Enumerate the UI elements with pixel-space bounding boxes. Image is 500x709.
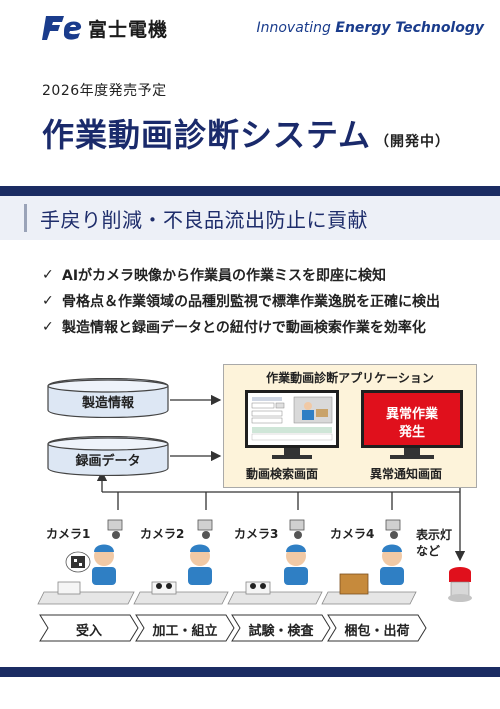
app-title: 作業動画診断アプリケーション xyxy=(266,371,434,385)
banner-accent-bar xyxy=(24,204,27,232)
stage-shipping: 梱包・出荷 xyxy=(332,615,422,641)
bottom-navy-band xyxy=(0,667,500,677)
box-item-icon xyxy=(57,581,81,595)
header: 富士電機 Innovating Energy Technology 2026年度… xyxy=(0,0,500,180)
feature-item: ✓ 骨格点＆作業領域の品種別監視で標準作業逸脱を正確に検出 xyxy=(42,288,482,314)
stage-label: 試験・検査 xyxy=(248,624,314,639)
page-title: 作業動画診断システム（開発中） xyxy=(42,110,450,156)
camera-icon xyxy=(197,519,213,539)
app-box: 作業動画診断アプリケーション 異常作業 発生 動画 xyxy=(223,364,477,488)
feature-text: 製造情報と録画データとの紐付けで動画検索作業を効率化 xyxy=(62,320,426,336)
db-label: 製造情報 xyxy=(81,396,134,411)
db-recording-data: 録画データ xyxy=(46,436,170,476)
stage-label: 加工・組立 xyxy=(152,624,218,639)
banner-text: 手戻り削減・不良品流出防止に貢献 xyxy=(40,208,368,232)
title-tag: （開発中） xyxy=(375,134,451,150)
alert-screen-monitor-icon xyxy=(361,390,463,459)
tagline-part-a: Innovating xyxy=(256,20,331,36)
indicator-label-2: など xyxy=(416,544,441,558)
feature-item: ✓ 製造情報と録画データとの紐付けで動画検索作業を効率化 xyxy=(42,314,482,340)
stage-processing: 加工・組立 xyxy=(140,615,230,641)
db-label: 録画データ xyxy=(75,454,141,469)
camera-4-label: カメラ4 xyxy=(330,527,375,541)
check-icon: ✓ xyxy=(42,293,54,309)
search-screen-label: 動画検索画面 xyxy=(246,467,319,481)
check-icon: ✓ xyxy=(42,267,54,283)
tagline-part-b: Energy Technology xyxy=(335,20,484,36)
alert-screen-text-2: 発生 xyxy=(398,425,425,440)
stage-label: 受入 xyxy=(75,624,102,639)
feature-text: 骨格点＆作業領域の品種別監視で標準作業逸脱を正確に検出 xyxy=(62,294,440,310)
stage-testing: 試験・検査 xyxy=(236,615,326,641)
alert-screen-text-1: 異常作業 xyxy=(385,407,438,422)
workstations xyxy=(37,519,472,605)
camera-icon xyxy=(107,519,123,539)
camera-icon xyxy=(289,519,305,539)
camera-3-label: カメラ3 xyxy=(234,527,279,541)
title-text: 作業動画診断システム xyxy=(42,116,372,154)
search-screen-monitor-icon xyxy=(245,390,339,459)
stage-receiving: 受入 xyxy=(44,615,134,641)
part-item-icon xyxy=(151,581,177,595)
fuji-electric-logo: 富士電機 xyxy=(42,14,168,42)
worker-icon xyxy=(188,544,212,585)
fe-logo-icon xyxy=(42,16,82,40)
camera-1-label: カメラ1 xyxy=(46,527,91,541)
database-icon xyxy=(47,436,169,476)
workbench-icon xyxy=(133,591,229,605)
cardboard-box-icon xyxy=(339,573,369,595)
release-subtitle: 2026年度発売予定 xyxy=(42,83,167,99)
process-arrows xyxy=(39,614,427,642)
alert-screen-label: 異常通知画面 xyxy=(370,467,443,481)
workbench-icon xyxy=(227,591,323,605)
camera-2-label: カメラ2 xyxy=(140,527,185,541)
brand-name: 富士電機 xyxy=(88,18,169,41)
qr-code-icon xyxy=(65,551,91,573)
worker-icon xyxy=(284,544,308,585)
db-manufacturing-info: 製造情報 xyxy=(46,378,170,418)
database-icon xyxy=(47,378,169,418)
workbench-icon xyxy=(321,591,417,605)
top-navy-band xyxy=(0,186,500,196)
part-item-icon xyxy=(245,581,271,595)
connector-lines xyxy=(96,394,466,562)
headline-banner: 手戻り削減・不良品流出防止に貢献 xyxy=(0,196,500,240)
workbench-icon xyxy=(37,591,135,605)
tagline: Innovating Energy Technology xyxy=(256,20,484,36)
check-icon: ✓ xyxy=(42,319,54,335)
indicator-light-icon xyxy=(448,567,472,602)
feature-list: ✓ AIがカメラ映像から作業員の作業ミスを即座に検知 ✓ 骨格点＆作業領域の品種別監… xyxy=(42,262,482,340)
worker-icon xyxy=(380,544,404,585)
stage-label: 梱包・出荷 xyxy=(344,624,410,639)
worker-icon xyxy=(92,544,116,585)
indicator-label-1: 表示灯 xyxy=(416,528,453,542)
system-diagram: 製造情報 録画データ 作業動画診断アプリケーション xyxy=(0,360,500,660)
camera-icon xyxy=(385,519,401,539)
feature-text: AIがカメラ映像から作業員の作業ミスを即座に検知 xyxy=(62,268,387,284)
feature-item: ✓ AIがカメラ映像から作業員の作業ミスを即座に検知 xyxy=(42,262,482,288)
